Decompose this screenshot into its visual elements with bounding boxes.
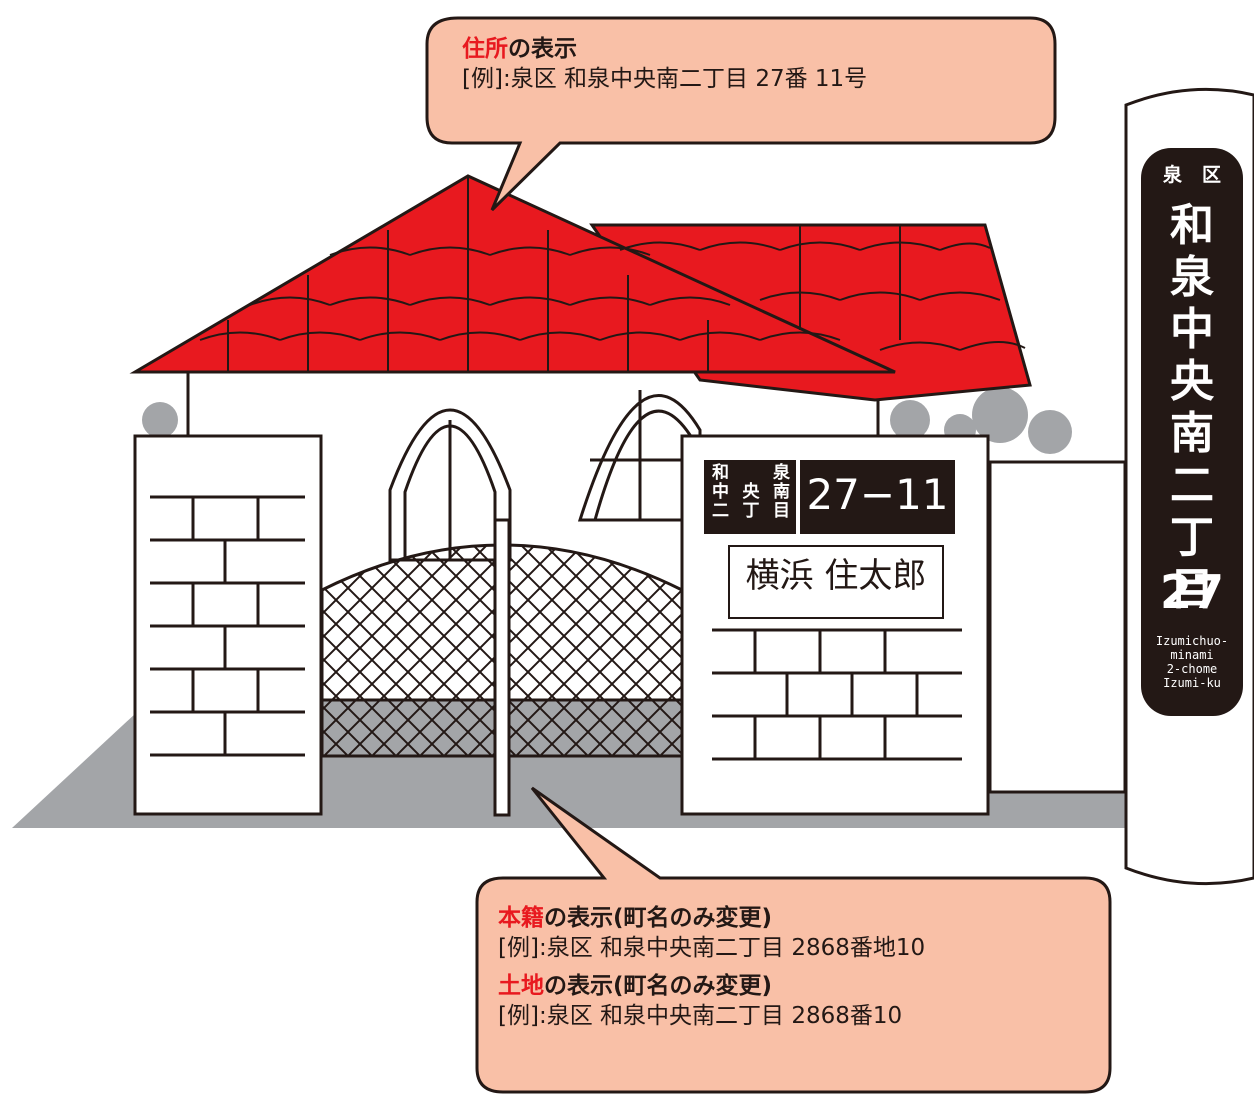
callout-address-heading: 住所の表示 <box>462 34 867 64</box>
pole-town-name: 和 泉 中 央 南 二 丁 目 <box>1156 200 1228 616</box>
callout-address-example: [例]:泉区 和泉中央南二丁目 27番 11号 <box>462 66 868 92</box>
callout-honseki-heading: 本籍の表示(町名のみ変更) <box>498 903 925 933</box>
gate-town-char: 和 <box>712 463 729 483</box>
gate-town-char: 央 <box>742 482 760 502</box>
street-pole <box>1124 87 1254 886</box>
gate-plate-name: 横浜 住太郎 <box>745 556 927 596</box>
pole-block-number: 27 <box>1159 565 1224 619</box>
callout-top-bubble <box>425 16 1057 212</box>
pole-town-char: 中 <box>1170 304 1214 355</box>
gate-town-char: 中 <box>712 482 729 502</box>
pole-romaji-line: 2-chome <box>1166 662 1218 676</box>
label-jusho: 住所 <box>462 36 508 62</box>
gate-plate-number: 27−11 <box>806 470 949 519</box>
pole-town-char: 南 <box>1170 408 1214 459</box>
callout-bottom-bubble <box>475 786 1112 1094</box>
gate-plate-town: 和 泉 中央南 二丁目 <box>708 464 794 521</box>
gate-town-char: 泉 <box>773 463 790 483</box>
callout-tochi-heading: 土地の表示(町名のみ変更) <box>498 971 925 1001</box>
heading-suffix: の表示 <box>508 36 577 62</box>
callout-address: 住所の表示 [例]:泉区 和泉中央南二丁目 27番 11号 <box>462 34 867 94</box>
arched-window-right <box>577 390 702 522</box>
gate-town-char: 二 <box>712 501 729 521</box>
address-plate-number <box>800 460 955 534</box>
heading-suffix: の表示(町名のみ変更) <box>544 905 773 931</box>
pole-romaji-line: Izumi-ku <box>1163 676 1221 690</box>
pole-town-char: 丁 <box>1170 512 1214 563</box>
gate-town-char: 目 <box>773 501 790 521</box>
pole-town-char: 和 <box>1170 200 1214 251</box>
address-plate-town <box>704 460 796 534</box>
pole-town-char: 央 <box>1170 356 1214 407</box>
heading-suffix: の表示(町名のみ変更) <box>544 973 773 999</box>
pole-romaji-line: Izumichuo- <box>1155 634 1229 648</box>
callout-tochi-example: [例]:泉区 和泉中央南二丁目 2868番10 <box>498 1003 903 1029</box>
label-tochi: 土地 <box>498 973 544 999</box>
gate-post <box>493 518 511 817</box>
brick-pillar-left <box>133 434 323 816</box>
callout-honseki-tochi: 本籍の表示(町名のみ変更) [例]:泉区 和泉中央南二丁目 2868番地10 土… <box>498 903 925 1039</box>
pole-town-char: 泉 <box>1170 252 1214 303</box>
pole-town-char: 二 <box>1170 460 1214 511</box>
callout-honseki-example: [例]:泉区 和泉中央南二丁目 2868番地10 <box>498 935 926 961</box>
pole-romaji-line: minami <box>1170 648 1214 662</box>
roof-main <box>129 174 896 374</box>
pole-ward-label: 泉区 <box>1162 164 1241 186</box>
arched-window-left <box>388 408 512 562</box>
gate-town-char: 南 <box>773 482 790 502</box>
pole-romaji: Izumichuo- minami 2-chome Izumi-ku <box>1141 634 1243 690</box>
gate-town-char: 丁 <box>742 501 760 521</box>
name-plate <box>728 545 944 619</box>
label-honseki: 本籍 <box>498 905 544 931</box>
pole-town-char: 目 <box>1170 564 1214 615</box>
side-wall <box>988 460 1127 794</box>
roof-tiles <box>199 176 1026 372</box>
